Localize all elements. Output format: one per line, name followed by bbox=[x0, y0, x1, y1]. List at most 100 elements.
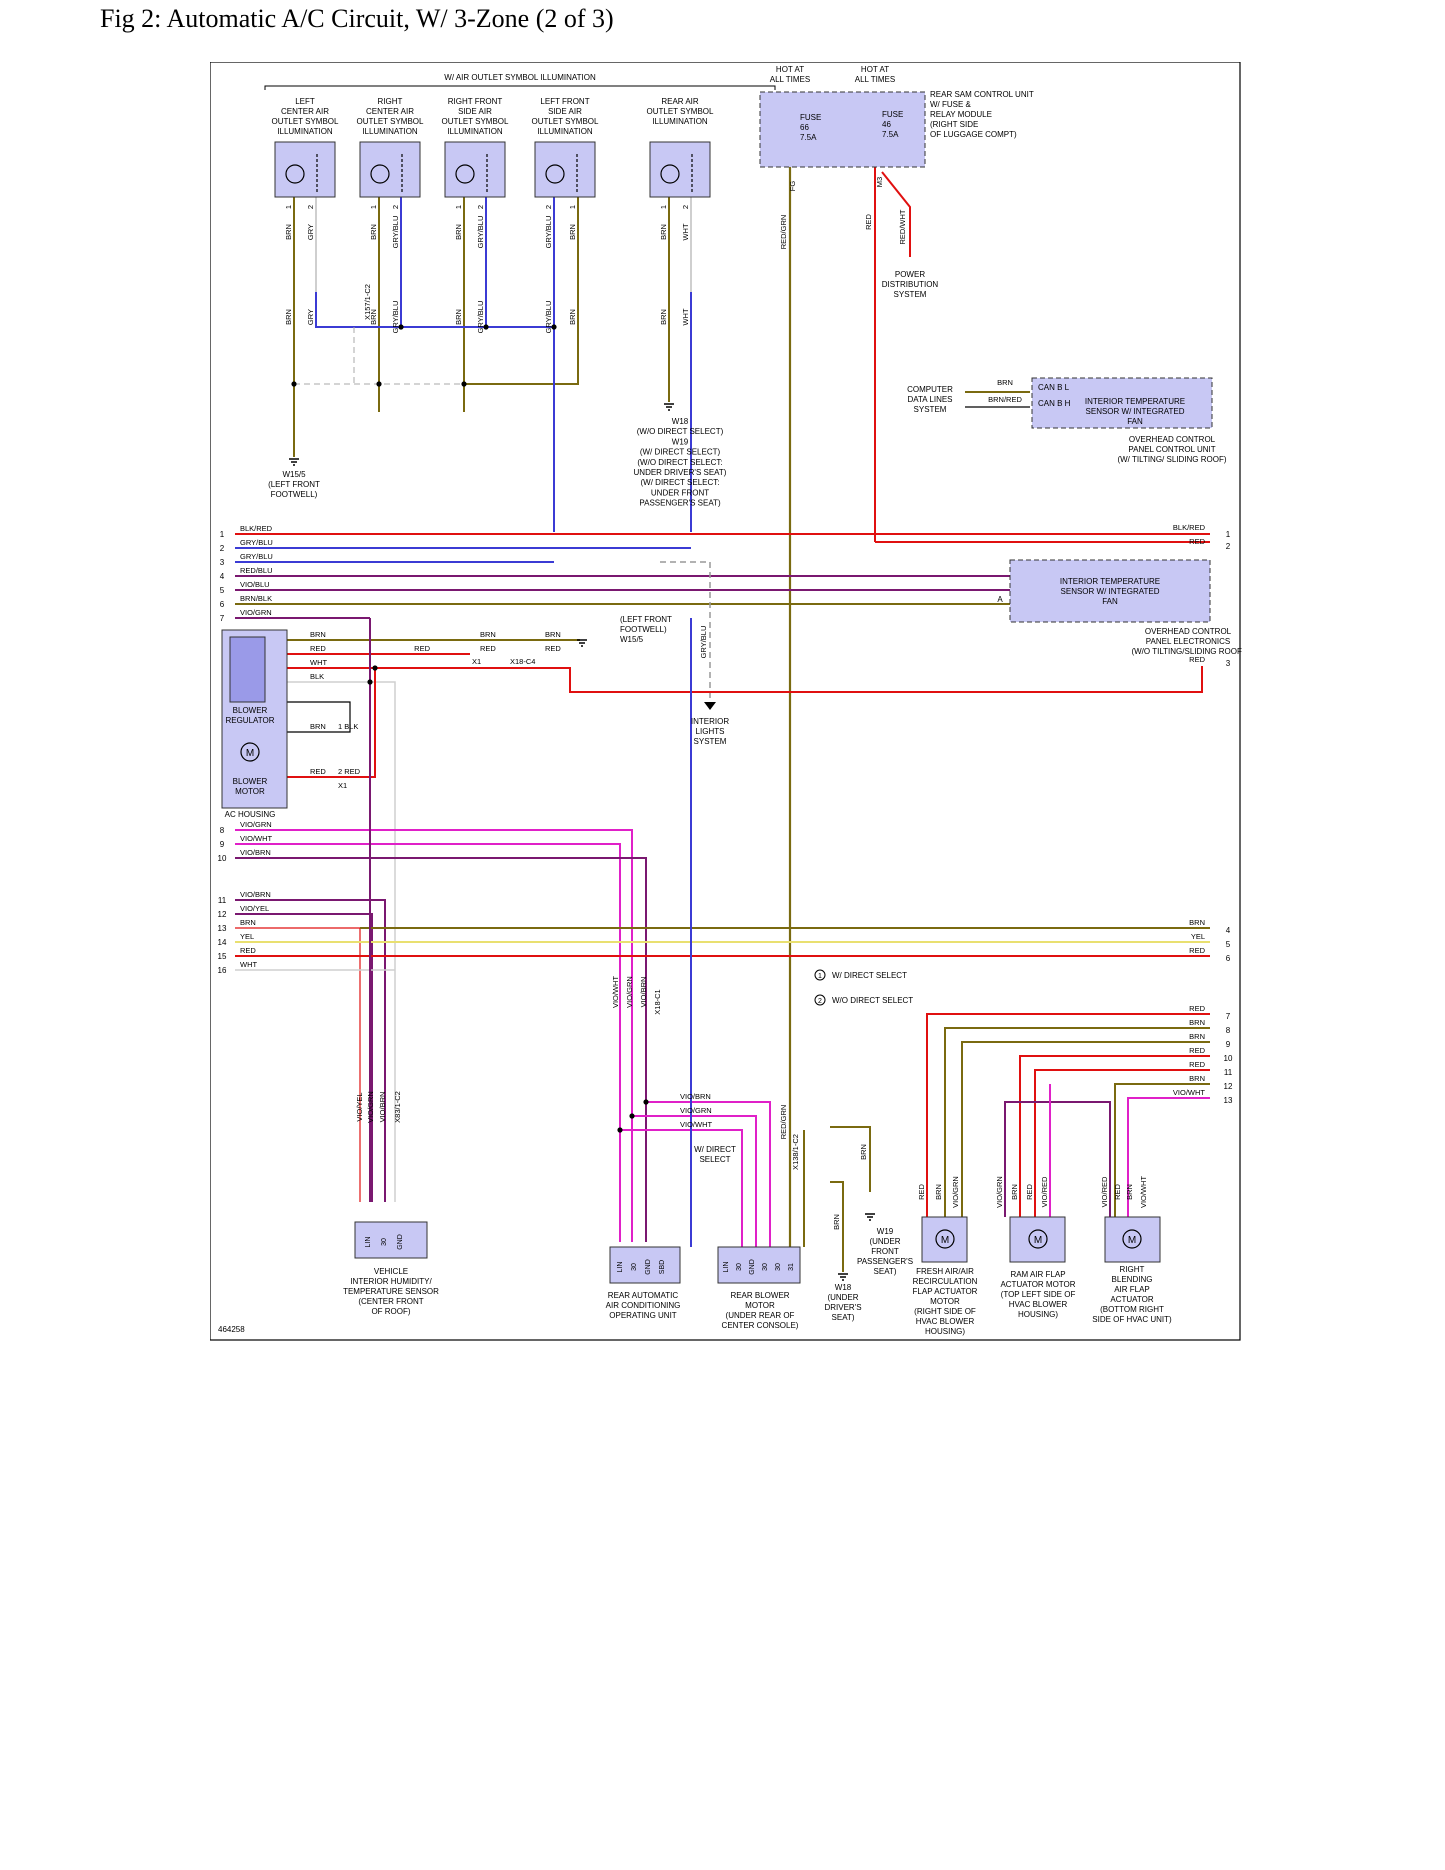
lamp-label: ILLUMINATION bbox=[277, 127, 333, 136]
components-layer bbox=[221, 85, 1213, 1284]
legend-icon bbox=[814, 994, 826, 1006]
splice-dot bbox=[372, 665, 378, 671]
actuator-wire bbox=[1004, 1101, 1111, 1217]
wire-label: BRN bbox=[310, 722, 326, 731]
splice-dot bbox=[461, 381, 467, 387]
lamp-label: ILLUMINATION bbox=[362, 127, 418, 136]
fuse-label: 7.5A bbox=[882, 130, 899, 139]
component-label: ACTUATOR MOTOR bbox=[1000, 1280, 1075, 1289]
lamp-label: RIGHT bbox=[378, 97, 403, 106]
wire-label: BRN/RED bbox=[988, 395, 1022, 404]
wire-label: BRN bbox=[997, 378, 1013, 387]
lamp-label: OUTLET SYMBOL bbox=[647, 107, 715, 116]
module-label: (RIGHT SIDE bbox=[930, 120, 978, 129]
wire-label: RED bbox=[1189, 537, 1205, 546]
component-label: INTERIOR HUMIDITY/ bbox=[350, 1277, 432, 1286]
wire-label: VIO/GRN bbox=[995, 1176, 1004, 1208]
wire-label: VIO/RED bbox=[1100, 1176, 1109, 1207]
system-label: SYSTEM bbox=[914, 405, 947, 414]
connector-label: X18-C1 bbox=[653, 989, 662, 1014]
ground-label: DRIVER'S bbox=[824, 1303, 861, 1312]
connector-label: X18-C4 bbox=[510, 657, 535, 666]
component-label: FLAP ACTUATOR bbox=[913, 1287, 978, 1296]
module-label: OF LUGGAGE COMPT) bbox=[930, 130, 1017, 139]
wire-label: GRY bbox=[306, 224, 315, 240]
wire-label: VIO/BRN bbox=[240, 890, 271, 899]
pin-label: 11 bbox=[1224, 1068, 1233, 1077]
wire-label: RED bbox=[1189, 1060, 1205, 1069]
connector-label: FG bbox=[788, 181, 797, 192]
bus2-wire bbox=[235, 829, 633, 1242]
wire-label: VIO/BLU bbox=[240, 580, 270, 589]
diagram-frame bbox=[210, 62, 1241, 1341]
wire-label: 1 BLK bbox=[338, 722, 358, 731]
led-icon bbox=[370, 164, 390, 184]
wire-label: BLK bbox=[310, 672, 324, 681]
wire-label: RED/GRN bbox=[779, 1105, 788, 1140]
component-label: REAR BLOWER bbox=[730, 1291, 789, 1300]
component-label: REAR AUTOMATIC bbox=[608, 1291, 679, 1300]
wire-label: BRN bbox=[1189, 1074, 1205, 1083]
ground-label: W19 bbox=[672, 437, 689, 446]
component-label: (BOTTOM RIGHT bbox=[1100, 1305, 1164, 1314]
ground-label: FOOTWELL) bbox=[271, 490, 318, 499]
lamp-box bbox=[649, 141, 711, 198]
fuse-label: 66 bbox=[800, 123, 809, 132]
wire-label: RED bbox=[917, 1184, 926, 1200]
figure-id: 464258 bbox=[218, 1325, 245, 1334]
wire-label: VIO/BRN bbox=[680, 1092, 711, 1101]
wire-label: BRN bbox=[1125, 1184, 1134, 1200]
hot-label: ALL TIMES bbox=[855, 75, 895, 84]
component-label: (CENTER FRONT bbox=[358, 1297, 423, 1306]
connector-label: M3 bbox=[875, 177, 884, 187]
ground-label: W19 bbox=[877, 1227, 894, 1236]
component-label: HOUSING) bbox=[1018, 1310, 1058, 1319]
legend-icon: 2 bbox=[818, 998, 822, 1005]
wire-label: VIO/GRN bbox=[240, 820, 272, 829]
connector-label: X83/1-C2 bbox=[393, 1091, 402, 1123]
wire-label: RED/WHT bbox=[898, 209, 907, 244]
wire-label: BRN bbox=[545, 630, 561, 639]
wire-label: BRN bbox=[369, 224, 378, 240]
wire-label: BRN bbox=[568, 224, 577, 240]
component-label: VEHICLE bbox=[374, 1267, 408, 1276]
component-label: OPERATING UNIT bbox=[609, 1311, 677, 1320]
splice-dot bbox=[291, 381, 297, 387]
wire-label: GRY/BLU bbox=[391, 301, 400, 334]
lamp-label: REAR AIR bbox=[661, 97, 699, 106]
motor-icon: M bbox=[246, 748, 254, 759]
wire-label: BRN bbox=[1010, 1184, 1019, 1200]
ground-label: UNDER DRIVER'S SEAT) bbox=[634, 468, 727, 477]
fuse-label: 7.5A bbox=[800, 133, 817, 142]
module-label: PANEL ELECTRONICS bbox=[1146, 637, 1230, 646]
ground-label: UNDER FRONT bbox=[651, 488, 709, 497]
wire-label: VIO/RED bbox=[1040, 1176, 1049, 1207]
humidity-sensor bbox=[354, 1221, 428, 1259]
module-label: OVERHEAD CONTROL bbox=[1129, 435, 1216, 444]
wire-label: 30 bbox=[736, 1263, 743, 1271]
wire-label: WHT bbox=[681, 223, 690, 240]
ground-label: PASSENGER'S bbox=[857, 1257, 913, 1266]
component-label: ACTUATOR bbox=[1110, 1295, 1153, 1304]
pin-label: 7 bbox=[1226, 1012, 1231, 1021]
module-label: W/ FUSE & bbox=[930, 100, 972, 109]
wire-label: BRN bbox=[480, 630, 496, 639]
wire-label: RED bbox=[480, 644, 496, 653]
pin-label: 8 bbox=[1226, 1026, 1231, 1035]
fuse-label: FUSE bbox=[882, 110, 903, 119]
component-label: RAM AIR FLAP bbox=[1010, 1270, 1065, 1279]
wire-label: 1 bbox=[568, 205, 577, 209]
pin-label: 1 bbox=[220, 530, 225, 539]
wire-label: VIO/GRN bbox=[951, 1176, 960, 1208]
lamp-label: OUTLET SYMBOL bbox=[357, 117, 425, 126]
bus3-wire bbox=[926, 1013, 1210, 1217]
module-label: PANEL CONTROL UNIT bbox=[1128, 445, 1215, 454]
legend-label: W/O DIRECT SELECT bbox=[832, 996, 913, 1005]
pin-label: 5 bbox=[220, 586, 225, 595]
component-label: AIR FLAP bbox=[1114, 1285, 1150, 1294]
module-label: SENSOR W/ INTEGRATED bbox=[1061, 587, 1160, 596]
wire-label: GRY/BLU bbox=[240, 538, 273, 547]
component-label: AIR CONDITIONING bbox=[606, 1301, 681, 1310]
hot-label: HOT AT bbox=[776, 65, 804, 74]
pin-label: 9 bbox=[220, 840, 225, 849]
